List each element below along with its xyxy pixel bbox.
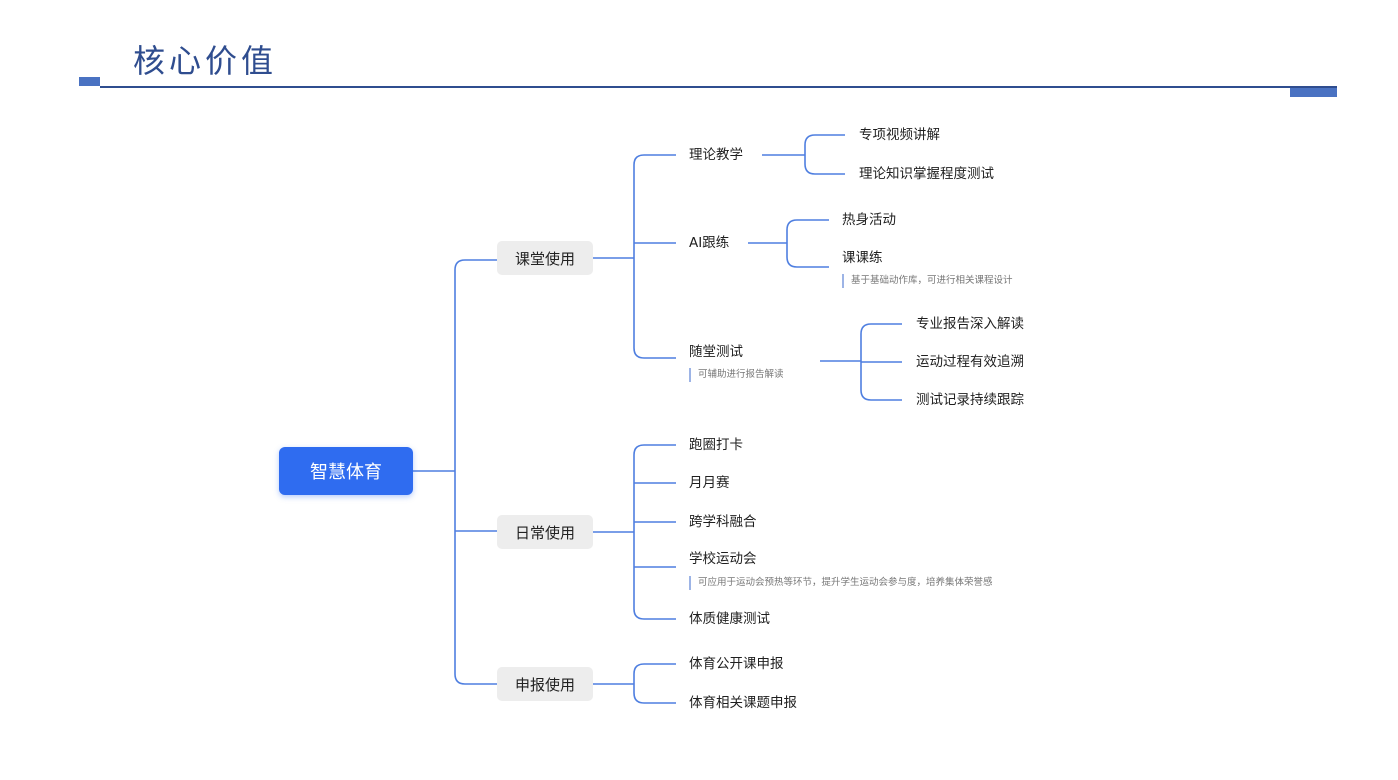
note-class-test: 可辅助进行报告解读 <box>689 368 784 382</box>
connector-daily <box>593 444 676 620</box>
connector-spine-categories <box>454 259 497 685</box>
node-process-trace[interactable]: 运动过程有效追溯 <box>916 354 1024 370</box>
header-accent-left <box>79 77 100 86</box>
node-theory-teaching[interactable]: 理论教学 <box>689 147 743 163</box>
node-monthly-race[interactable]: 月月赛 <box>689 475 730 491</box>
category-declare[interactable]: 申报使用 <box>497 667 593 701</box>
node-record-tracking[interactable]: 测试记录持续跟踪 <box>916 392 1024 408</box>
header-accent-right <box>1290 88 1337 97</box>
header-rule <box>100 86 1337 88</box>
node-class-practice[interactable]: 课课练 <box>842 250 883 266</box>
node-warmup[interactable]: 热身活动 <box>842 212 896 228</box>
node-report-reading[interactable]: 专业报告深入解读 <box>916 316 1024 332</box>
category-classroom[interactable]: 课堂使用 <box>497 241 593 275</box>
connector-classroom <box>593 154 676 359</box>
category-daily[interactable]: 日常使用 <box>497 515 593 549</box>
node-lap-checkin[interactable]: 跑圈打卡 <box>689 437 743 453</box>
note-class-practice: 基于基础动作库，可进行相关课程设计 <box>842 274 1013 288</box>
node-ai-follow[interactable]: AI跟练 <box>689 235 730 251</box>
page-title: 核心价值 <box>133 42 278 80</box>
connector-ai <box>748 219 829 268</box>
note-school-sports-meet: 可应用于运动会预热等环节，提升学生运动会参与度，培养集体荣誉感 <box>689 576 993 590</box>
node-video-explain[interactable]: 专项视频讲解 <box>859 127 940 143</box>
root-node[interactable]: 智慧体育 <box>279 447 413 495</box>
node-fitness-test[interactable]: 体质健康测试 <box>689 611 770 627</box>
connector-test <box>820 323 902 401</box>
connector-declare <box>593 663 676 704</box>
node-open-class-declare[interactable]: 体育公开课申报 <box>689 656 784 672</box>
connector-theory <box>762 134 845 175</box>
node-topic-declare[interactable]: 体育相关课题申报 <box>689 695 797 711</box>
node-class-test[interactable]: 随堂测试 <box>689 344 743 360</box>
node-knowledge-test[interactable]: 理论知识掌握程度测试 <box>859 166 994 182</box>
node-school-sports-meet[interactable]: 学校运动会 <box>689 551 757 567</box>
node-cross-discipline[interactable]: 跨学科融合 <box>689 514 757 530</box>
